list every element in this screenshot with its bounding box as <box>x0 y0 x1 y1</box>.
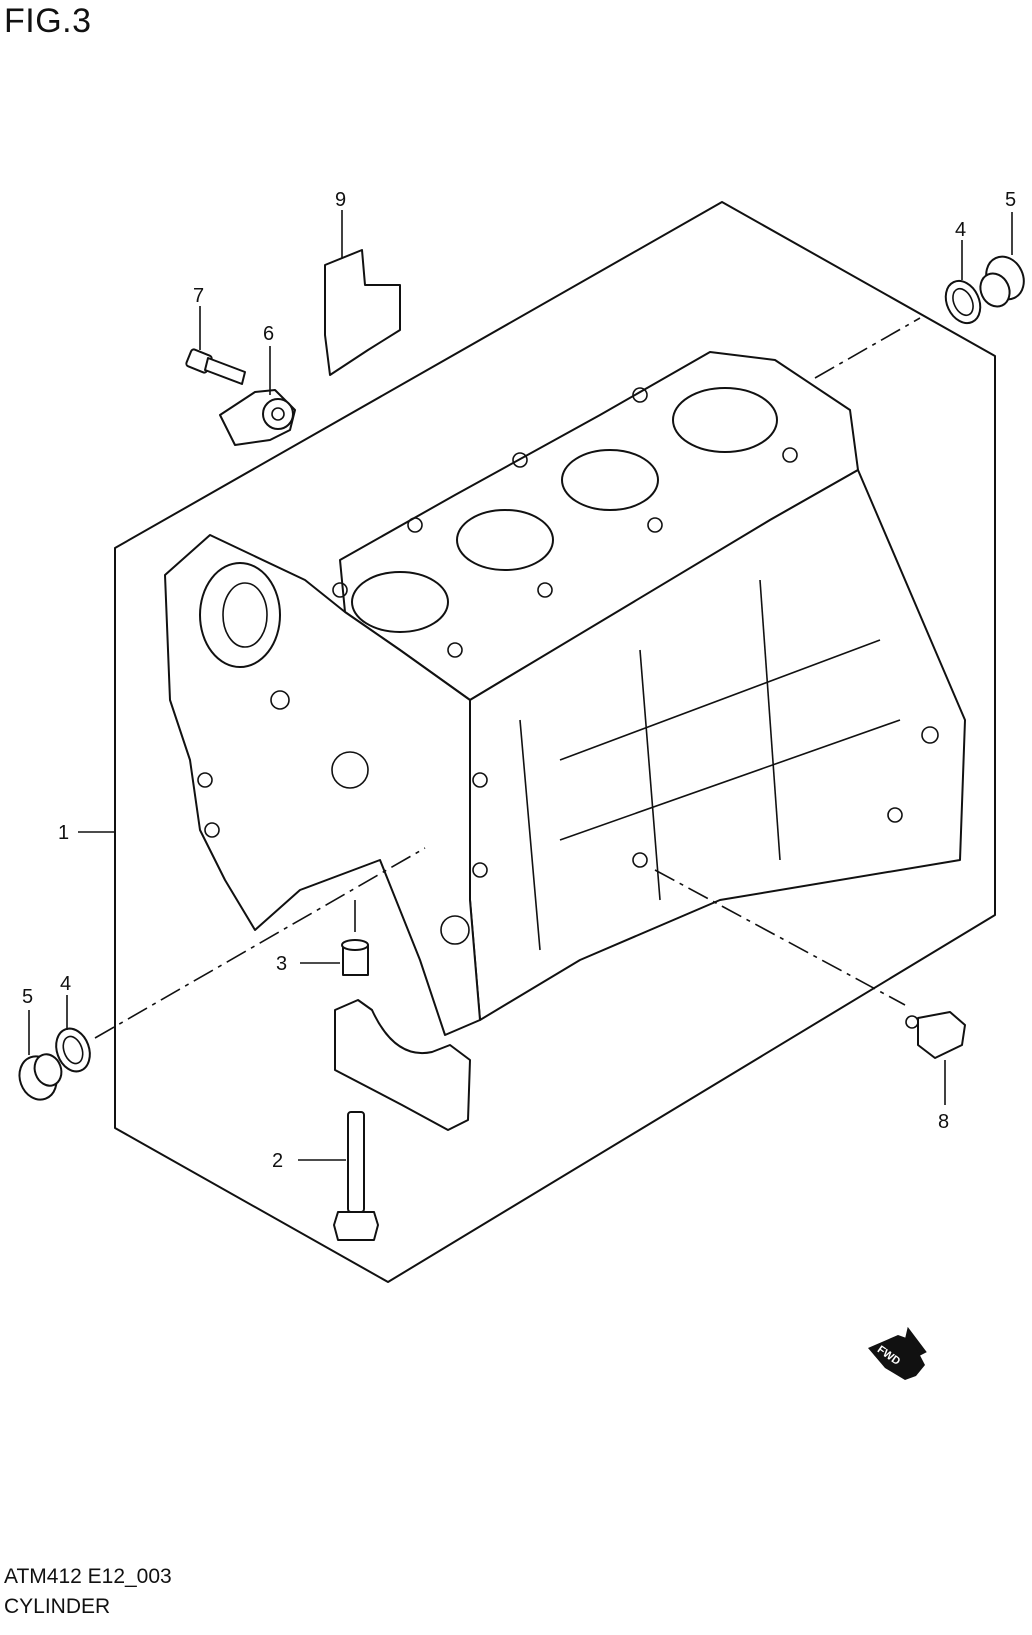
axis-line-bolt-8 <box>654 869 906 1006</box>
callout-8: 8 <box>938 1111 949 1133</box>
diagram-code: ATM412 E12_003 <box>4 1565 172 1588</box>
part-4-gasket-front <box>55 995 91 1073</box>
part-9-heat-shield <box>324 210 401 376</box>
callout-6: 6 <box>263 323 274 345</box>
bearing-cap <box>334 999 471 1131</box>
callout-5-front: 5 <box>22 986 33 1008</box>
part-3-dowel-pin <box>300 900 369 976</box>
part-2-cap-bolt <box>298 1111 379 1241</box>
part-7-bolt <box>185 306 246 385</box>
cylinder-block <box>164 351 966 1036</box>
part-5-plug-rear <box>979 212 1025 308</box>
axis-line-rear-plug <box>814 317 921 379</box>
callout-7: 7 <box>193 285 204 307</box>
figure-title: FIG.3 <box>4 2 92 40</box>
part-8-flange-bolt <box>905 1011 966 1105</box>
fwd-arrow-icon: FWD <box>868 1326 927 1380</box>
part-4-gasket-rear <box>944 240 982 325</box>
part-6-knock-sensor <box>219 346 296 446</box>
assembly-frame <box>114 201 996 1283</box>
callout-4-front: 4 <box>60 973 71 995</box>
callout-5-rear: 5 <box>1005 189 1016 211</box>
callout-1: 1 <box>58 822 69 844</box>
diagram-name: CYLINDER <box>4 1595 111 1618</box>
axis-line-front-plug <box>94 847 426 1039</box>
callout-3: 3 <box>276 953 287 975</box>
callout-4-rear: 4 <box>955 219 966 241</box>
callout-2: 2 <box>272 1150 283 1172</box>
callout-9: 9 <box>335 189 346 211</box>
part-5-plug-front <box>18 1010 63 1101</box>
